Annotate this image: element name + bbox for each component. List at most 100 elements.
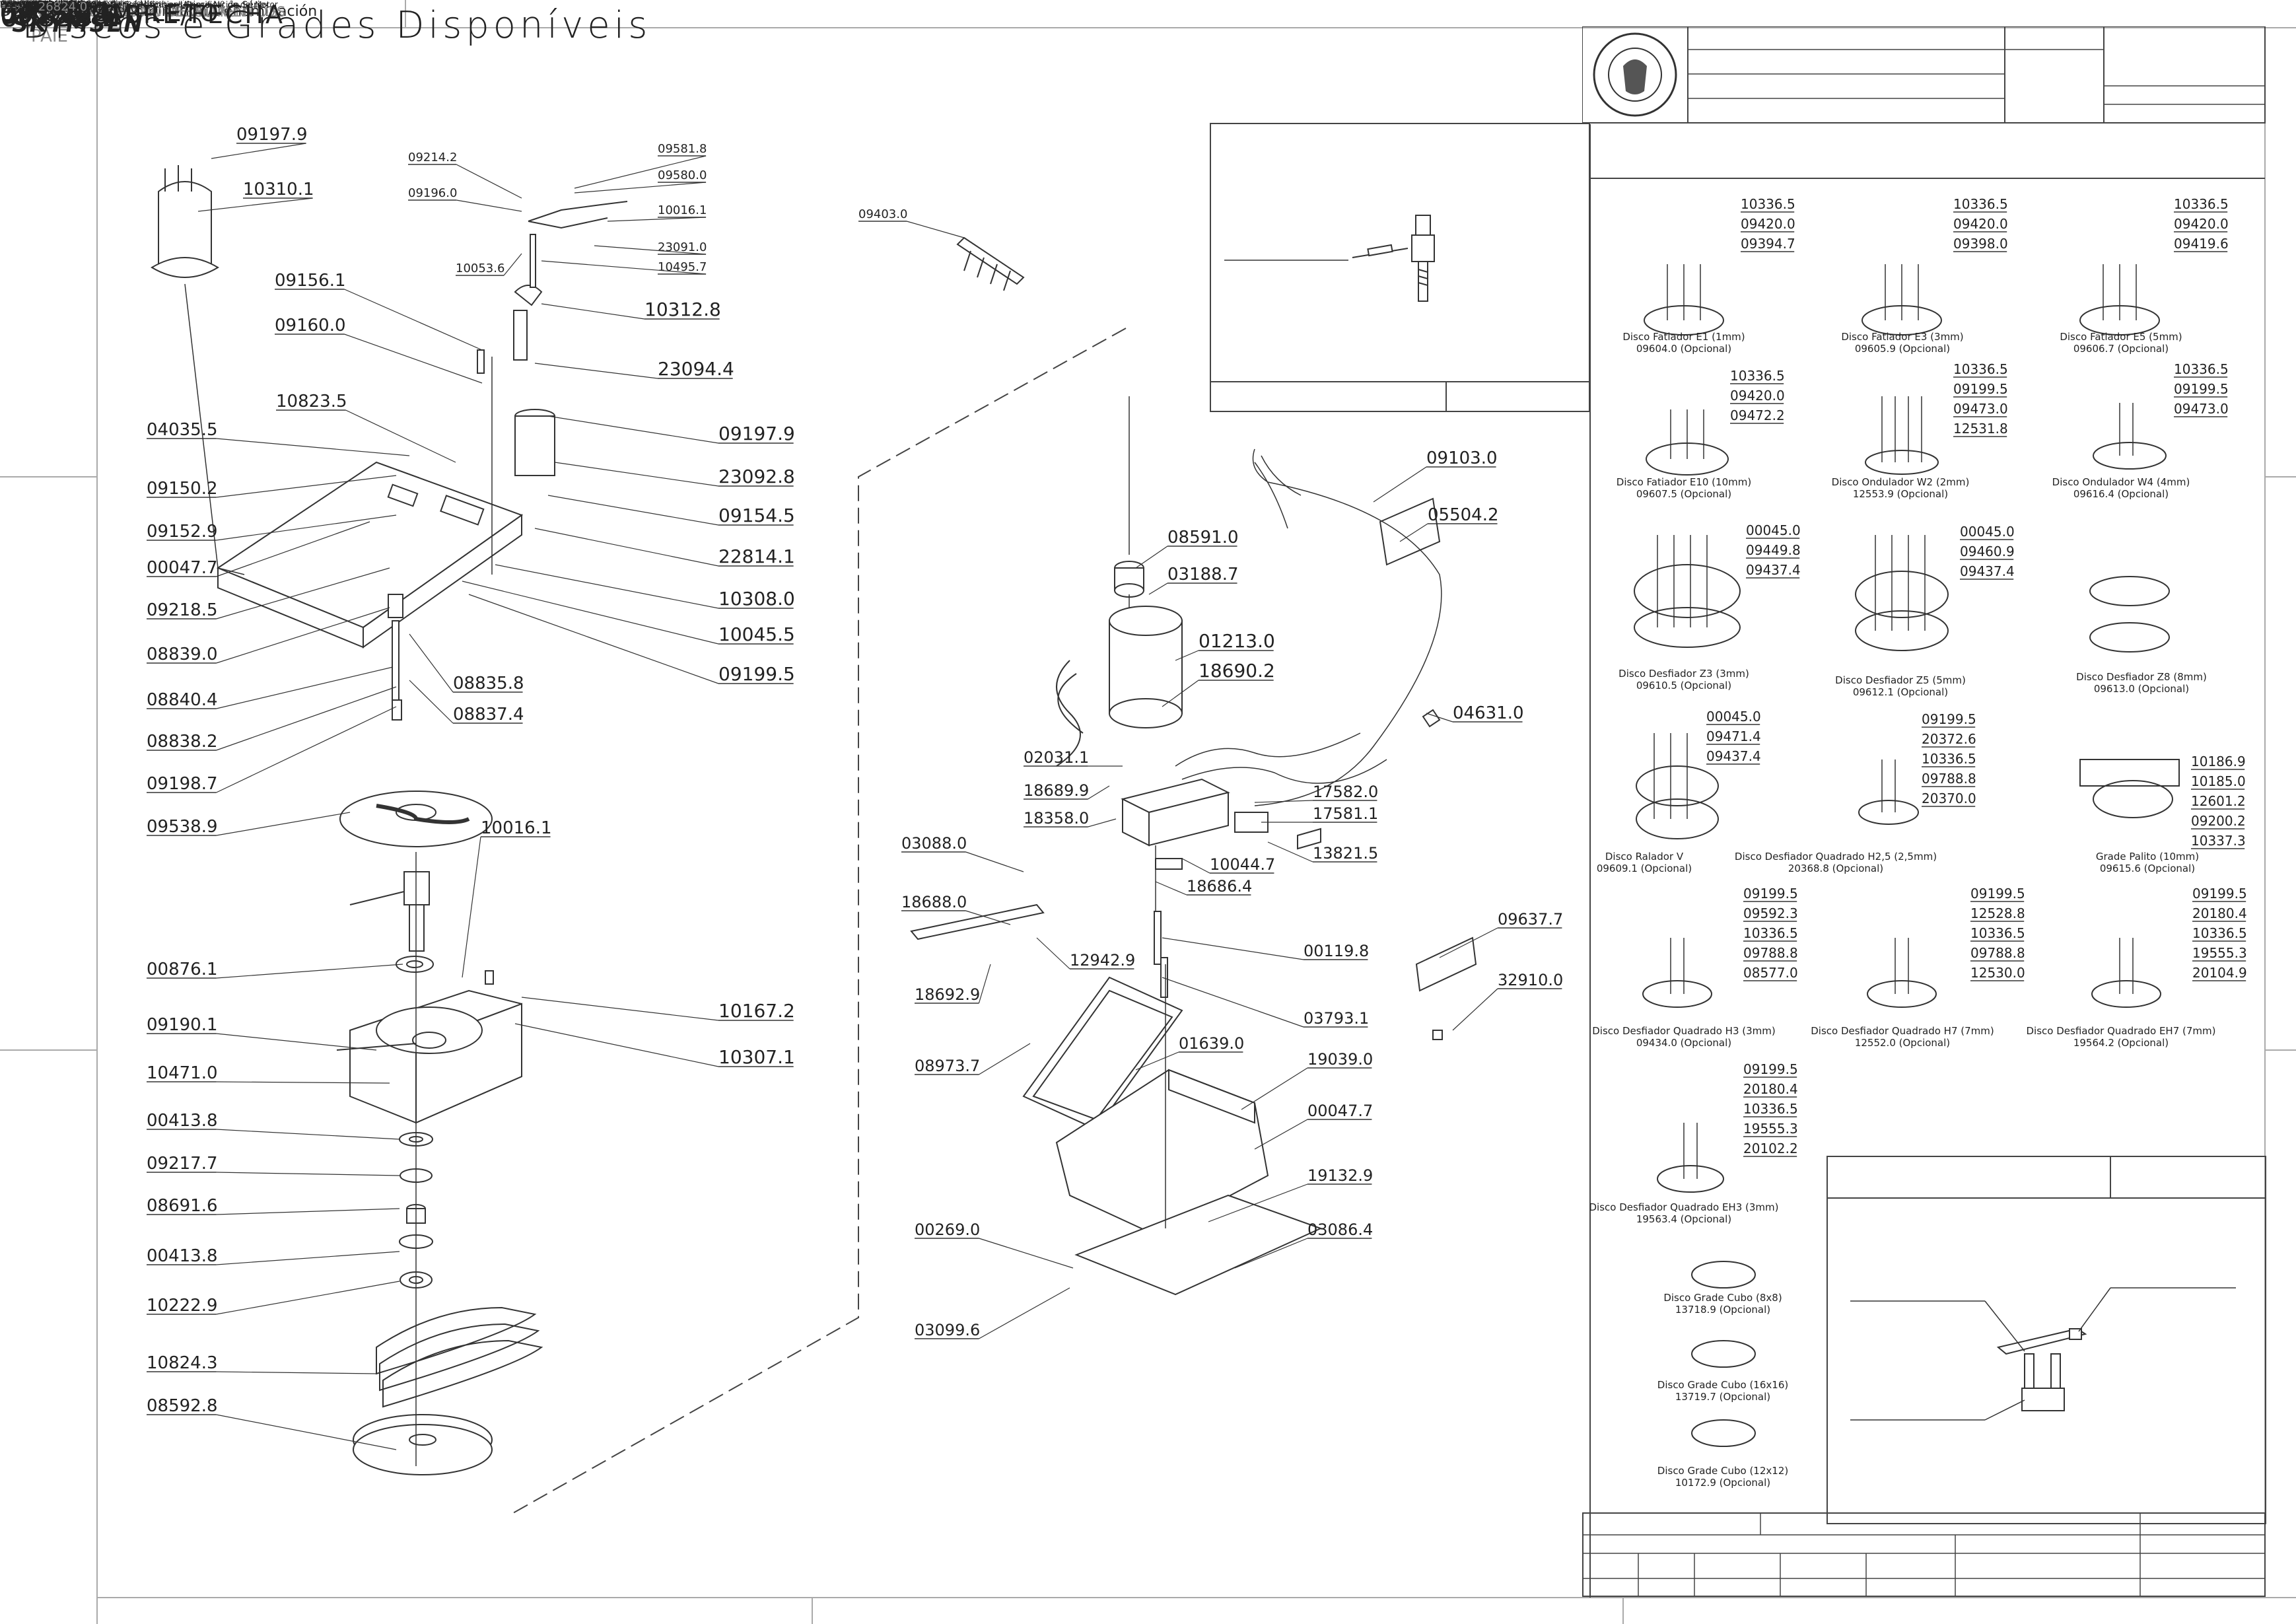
left-part-label-leader (574, 155, 707, 189)
disc-caption: Disco Desfiador Quadrado H7 (7mm) (1811, 1025, 1994, 1037)
middle-part-label-leader (1254, 1119, 1308, 1150)
disc-part-label: 10185.0 (2191, 773, 2246, 789)
left-part-label: 10471.0 (147, 1063, 218, 1083)
left-part-label-leader (216, 1033, 377, 1051)
middle-part-label-leader (1234, 1238, 1308, 1269)
middle-part-label-leader (1162, 680, 1199, 707)
left-part-label: 10823.5 (276, 392, 347, 411)
left-part-label-leader (456, 199, 522, 212)
left-part-label: 22814.1 (718, 546, 795, 567)
disc-caption: Disco Grade Cubo (16x16) (1657, 1379, 1788, 1391)
middle-part-label: 18358.0 (1024, 809, 1089, 828)
chave-box (1826, 1156, 2266, 1524)
left-part-label-leader (211, 143, 306, 159)
disc-caption: Disco Ralador V (1605, 851, 1684, 863)
left-part-label-leader (409, 633, 454, 693)
left-part-label: 09154.5 (718, 505, 795, 526)
middle-part-label-leader (979, 1043, 1031, 1075)
left-part-label-leader (216, 475, 397, 498)
disc-part-label: 10336.5 (2174, 196, 2229, 212)
middle-part-label-leader (1426, 713, 1453, 723)
middle-part-label-leader (1162, 937, 1304, 960)
middle-part-label-leader (965, 910, 1011, 925)
eixo-part-label: 09189.8 (0, 0, 110, 30)
disc-caption: Disco Desfiador Quadrado EH7 (7mm) (2027, 1025, 2216, 1037)
middle-part-label-leader (1399, 523, 1428, 542)
left-part-label: 23092.8 (718, 466, 795, 487)
disc-code: 09607.5 (Opcional) (1636, 488, 1731, 500)
disc-part-label: 20102.2 (1743, 1141, 1798, 1156)
middle-part-label: 01639.0 (1179, 1034, 1244, 1053)
footer-table (1582, 1512, 2266, 1597)
disc-part-label: 10336.5 (2174, 361, 2229, 377)
middle-part-label-leader (906, 221, 965, 238)
disc-part-label: 10337.3 (2191, 833, 2246, 849)
left-part-label-leader (216, 514, 397, 541)
left-part-label: 09218.5 (147, 600, 218, 620)
disc-part-label: 09199.5 (1743, 886, 1798, 901)
left-part-label-leader (462, 836, 481, 978)
middle-part-label: 08973.7 (915, 1057, 980, 1075)
disc-code: 13719.7 (Opcional) (1675, 1391, 1770, 1403)
disc-caption: Disco Grade Cubo (12x12) (1657, 1465, 1788, 1477)
disc-part-label: 09394.7 (1741, 236, 1795, 252)
left-part-label: 09580.0 (658, 168, 707, 182)
left-part-label-leader (503, 253, 522, 276)
left-part-label-leader (344, 334, 483, 384)
left-part-label: 09156.1 (275, 271, 346, 291)
left-part-label: 10824.3 (147, 1353, 218, 1373)
disc-code: 09610.5 (Opcional) (1636, 680, 1731, 691)
disc-part-label: 10336.5 (1741, 196, 1795, 212)
middle-part-label-leader (1135, 1051, 1179, 1071)
middle-part-label-leader (1267, 841, 1313, 863)
left-part-label: 10167.2 (718, 1000, 795, 1022)
left-part-label: 10312.8 (644, 299, 721, 320)
instruments-label: INSTRUMENTOS (28, 0, 97, 10)
middle-part-label: 18690.2 (1199, 660, 1275, 682)
middle-part-label-leader (1088, 785, 1110, 800)
left-part-label: 09160.0 (275, 316, 346, 335)
disc-caption: Disco Desfiador Quadrado EH3 (3mm) (1589, 1201, 1779, 1213)
left-part-label-leader (216, 666, 394, 709)
left-part-label: 10310.1 (243, 180, 314, 199)
disc-part-label: 12528.8 (1970, 905, 2025, 921)
left-part-label-leader (216, 1081, 390, 1084)
disc-part-label: 09420.0 (1741, 216, 1795, 232)
disc-part-label: 10336.5 (1922, 751, 1976, 767)
middle-part-label-leader (1241, 1067, 1308, 1110)
disc-part-label: 09592.3 (1743, 905, 1798, 921)
disc-part-label: 09788.8 (1743, 945, 1798, 961)
middle-part-label-leader (1162, 977, 1304, 1028)
left-part-label: 08838.2 (147, 732, 218, 752)
disc-part-label: 12531.8 (1953, 421, 2008, 437)
left-part-label-leader (216, 1129, 400, 1140)
middle-part-label: 09103.0 (1426, 448, 1498, 468)
left-part-label: 00413.8 (147, 1111, 218, 1131)
disc-code: 19563.4 (Opcional) (1636, 1213, 1731, 1225)
disc-part-label: 09472.2 (1730, 407, 1785, 423)
disc-caption: Disco Fatiador E1 (1mm) (1622, 331, 1745, 343)
disc-part-label: 20180.4 (1743, 1081, 1798, 1097)
left-part-label: 08840.4 (147, 690, 218, 710)
col-frequency-header: Freqüência Frequency [Hz] Frecuencia (3, 0, 83, 13)
left-part-label-leader (554, 462, 719, 487)
middle-part-label-leader (1254, 800, 1313, 803)
left-part-label-leader (574, 182, 707, 194)
serial-label: Último Nº de Série/Last Serial Number/Úl… (0, 0, 269, 11)
left-part-label-leader (216, 1371, 377, 1374)
disc-code: 09605.9 (Opcional) (1855, 343, 1950, 355)
left-part-label-leader (594, 245, 707, 255)
left-part-label: 10045.5 (718, 623, 795, 645)
left-part-label: 10016.1 (658, 203, 707, 217)
version-label: Versão/Release/Versión: (0, 0, 111, 11)
disc-part-label: 09199.5 (2174, 381, 2229, 397)
middle-part-label: 00269.0 (915, 1220, 980, 1239)
disc-part-label: 09449.8 (1746, 542, 1801, 558)
middle-part-label-leader (1373, 466, 1427, 503)
disc-code: 09604.0 (Opcional) (1636, 343, 1731, 355)
voltage-value: 220 (32, 0, 56, 14)
eixo-code: 08594.4 (0, 0, 112, 27)
middle-part-label: 10044.7 (1210, 855, 1275, 874)
disc-part-label: 20180.4 (2192, 905, 2247, 921)
col-machine-code-header: Código da Máquina Machine Code Código de… (1, 0, 125, 13)
